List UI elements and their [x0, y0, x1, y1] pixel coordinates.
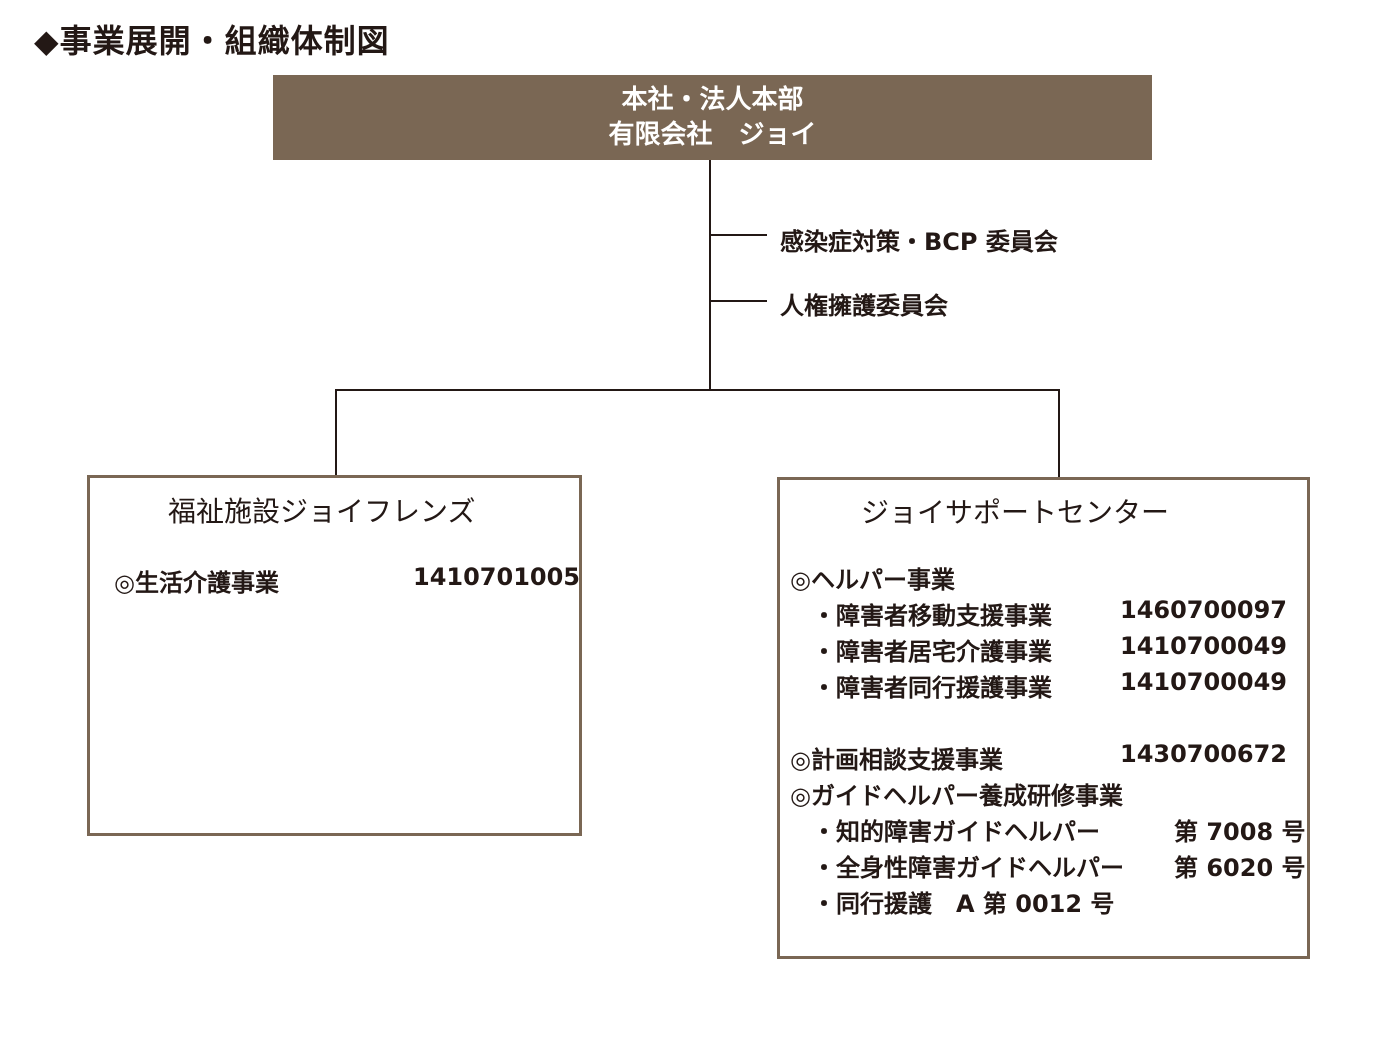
trunk-line — [709, 160, 711, 391]
guide-heading: ◎ガイドヘルパー養成研修事業 — [790, 782, 1123, 810]
left-unit-title: 福祉施設ジョイフレンズ — [168, 495, 476, 528]
consultation-code: 1430700672 — [1120, 740, 1287, 768]
diagram-title: ◆事業展開・組織体制図 — [34, 22, 390, 60]
helper-item-name: ・障害者同行援護事業 — [812, 674, 1052, 702]
left-unit-box — [87, 475, 582, 836]
helper-item-code: 1410700049 — [1120, 632, 1287, 660]
helper-item-name: ・障害者移動支援事業 — [812, 602, 1052, 630]
guide-item-name: ・同行援護 A 第 0012 号 — [812, 890, 1115, 918]
left-drop-line — [335, 389, 337, 477]
guide-item-code: 第 6020 号 — [1174, 854, 1306, 882]
helper-item-code: 1460700097 — [1120, 596, 1287, 624]
left-service-code: 1410701005 — [413, 563, 580, 591]
headquarters-line1: 本社・法人本部 — [621, 84, 804, 115]
consultation-name: ◎計画相談支援事業 — [790, 746, 1003, 774]
right-unit-box — [777, 477, 1310, 959]
guide-item-code: 第 7008 号 — [1174, 818, 1306, 846]
guide-item-name: ・全身性障害ガイドヘルパー — [812, 854, 1124, 882]
helper-heading: ◎ヘルパー事業 — [790, 566, 955, 594]
headquarters-line2: 有限会社 ジョイ — [608, 119, 817, 150]
helper-item-code: 1410700049 — [1120, 668, 1287, 696]
headquarters-box: 本社・法人本部 有限会社 ジョイ — [273, 75, 1152, 160]
committee-human-rights: 人権擁護委員会 — [780, 292, 948, 320]
right-unit-title: ジョイサポートセンター — [861, 496, 1170, 529]
committee-branch-2 — [711, 300, 767, 302]
committee-infection-bcp: 感染症対策・BCP 委員会 — [780, 228, 1058, 256]
guide-item-name: ・知的障害ガイドヘルパー — [812, 818, 1100, 846]
committee-branch-1 — [711, 234, 767, 236]
horizontal-split-line — [335, 389, 1060, 391]
right-drop-line — [1058, 389, 1060, 479]
helper-item-name: ・障害者居宅介護事業 — [812, 638, 1052, 666]
left-service-name: ◎生活介護事業 — [114, 569, 279, 597]
